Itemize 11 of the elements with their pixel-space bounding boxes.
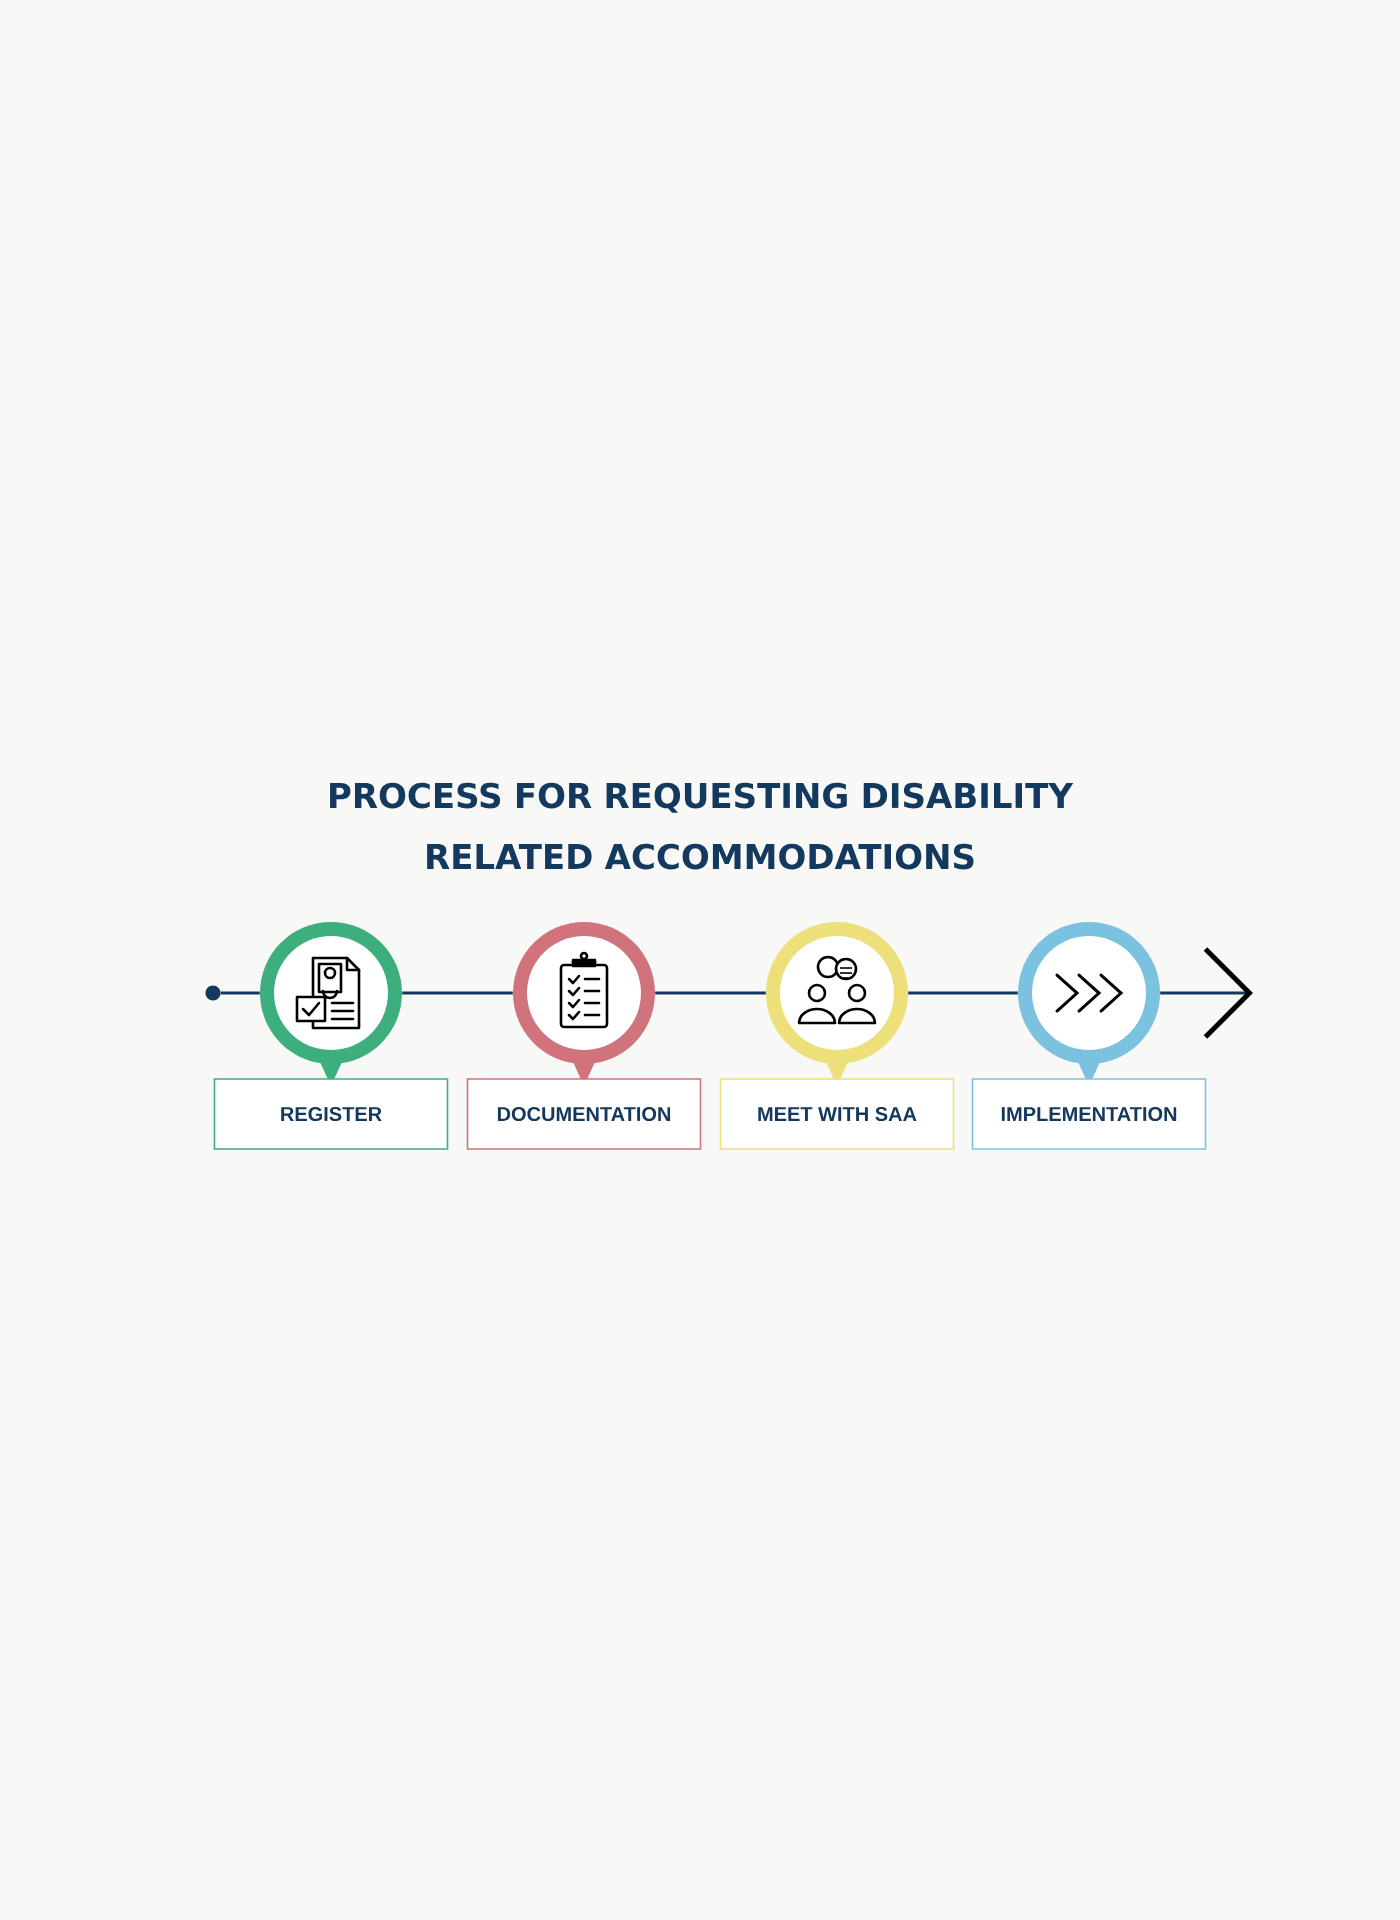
timeline-line [1160,947,1253,1039]
timeline-line [908,991,1018,995]
timeline-line [655,991,766,995]
title: PROCESS FOR REQUESTING DISABILITY RELATED ACCOMMODATIONS [330,782,1074,870]
step-box: REGISTER [213,1078,449,1150]
start-dot [205,985,221,1001]
timeline-line [220,991,260,995]
step-box: DOCUMENTATION [466,1078,702,1150]
step-box: IMPLEMENTATION [971,1078,1207,1150]
step-box: MEET WITH SAA [719,1078,955,1150]
timeline-line [402,991,513,995]
